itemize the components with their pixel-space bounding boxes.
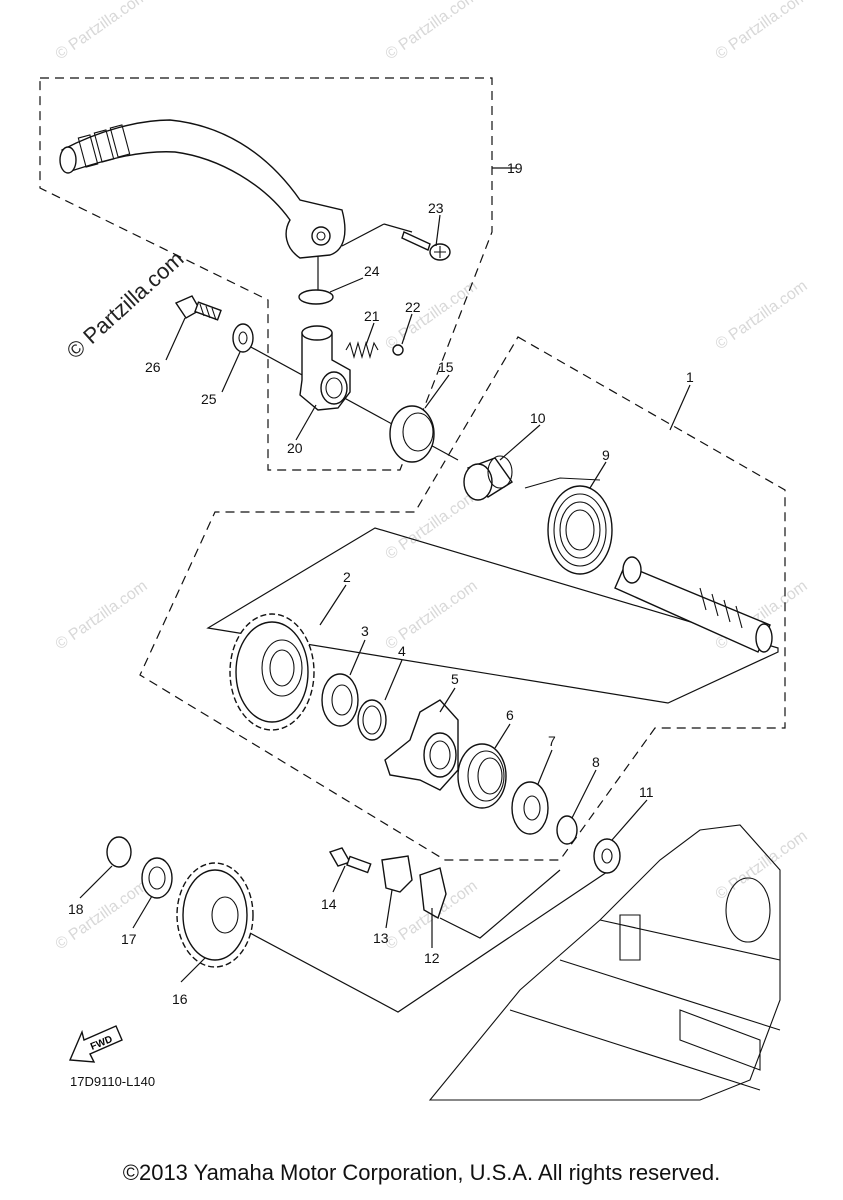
watermark: © Partzilla.com xyxy=(383,0,481,63)
washer-7 xyxy=(511,781,549,835)
circlip-18 xyxy=(106,836,132,868)
watermark: © Partzilla.com xyxy=(713,0,811,63)
callout-15: 15 xyxy=(438,359,454,375)
callout-22: 22 xyxy=(405,299,421,315)
circlip-4 xyxy=(357,699,387,741)
torsion-spring-9 xyxy=(524,477,613,575)
kick-shaft xyxy=(614,556,773,653)
watermark: © Partzilla.com xyxy=(53,578,151,654)
leader-lines xyxy=(79,167,691,983)
bolt-14 xyxy=(328,847,372,874)
callout-14: 14 xyxy=(321,896,337,912)
callout-23: 23 xyxy=(428,200,444,216)
kick-gear-2 xyxy=(229,613,315,731)
axis-line xyxy=(341,223,385,247)
plate-12 xyxy=(419,867,447,920)
assembly-1-boundary xyxy=(139,336,786,861)
callout-10: 10 xyxy=(530,410,546,426)
callout-16: 16 xyxy=(172,991,188,1007)
spring-21 xyxy=(345,340,379,360)
callout-9: 9 xyxy=(602,447,610,463)
washer-11 xyxy=(593,838,621,874)
callout-7: 7 xyxy=(548,733,556,749)
callout-3: 3 xyxy=(361,623,369,639)
washer-25 xyxy=(232,323,254,353)
o-ring-24 xyxy=(298,289,334,305)
callout-8: 8 xyxy=(592,754,600,770)
callout-11: 11 xyxy=(639,784,654,800)
callout-19: 19 xyxy=(507,160,523,176)
watermark: © Partzilla.com xyxy=(713,278,811,354)
washer-17 xyxy=(141,857,173,899)
callout-24: 24 xyxy=(364,263,380,279)
callout-20: 20 xyxy=(287,440,303,456)
idle-gear-outline xyxy=(234,869,611,1013)
shaft-group-outline xyxy=(206,527,779,704)
ball-22 xyxy=(392,344,404,356)
fwd-arrow-icon: FWD xyxy=(68,1025,123,1063)
callout-17: 17 xyxy=(121,931,137,947)
callout-5: 5 xyxy=(451,671,459,687)
ratchet-5 xyxy=(384,699,459,791)
oil-seal-15 xyxy=(389,405,435,463)
washer-3 xyxy=(321,673,359,727)
watermark: © Partzilla.com xyxy=(713,828,811,904)
idle-gear-16 xyxy=(176,862,254,968)
watermark: © Partzilla.com xyxy=(53,0,151,63)
spring-6 xyxy=(457,743,507,809)
circlip-8 xyxy=(556,815,578,845)
collar-10 xyxy=(463,455,513,501)
kick-lever xyxy=(59,119,346,259)
callout-21: 21 xyxy=(364,308,380,324)
crankcase-section xyxy=(428,824,781,1101)
callout-25: 25 xyxy=(201,391,217,407)
watermark: © Partzilla.com xyxy=(383,488,481,564)
watermark: © Partzilla.com xyxy=(383,278,481,354)
bracket-13 xyxy=(381,855,413,893)
bracket-outline xyxy=(439,869,561,939)
callout-13: 13 xyxy=(373,930,389,946)
partzilla-watermark: © Partzilla.com xyxy=(62,246,189,364)
callout-1: 1 xyxy=(686,369,694,385)
callout-26: 26 xyxy=(145,359,161,375)
diagram-code: 17D9110-L140 xyxy=(70,1074,155,1089)
callout-18: 18 xyxy=(68,901,84,917)
axis-line xyxy=(383,223,413,233)
bolt-23 xyxy=(401,231,451,261)
callout-2: 2 xyxy=(343,569,351,585)
callout-12: 12 xyxy=(424,950,440,966)
boss-20 xyxy=(299,325,351,411)
bolt-26 xyxy=(174,295,222,321)
callout-labels: 19 23 24 21 22 26 25 20 15 1 10 9 2 3 4 … xyxy=(68,160,694,1007)
callout-6: 6 xyxy=(506,707,514,723)
watermark: © Partzilla.com xyxy=(383,578,481,654)
copyright-notice: ©2013 Yamaha Motor Corporation, U.S.A. A… xyxy=(122,1160,721,1185)
callout-4: 4 xyxy=(398,643,406,659)
